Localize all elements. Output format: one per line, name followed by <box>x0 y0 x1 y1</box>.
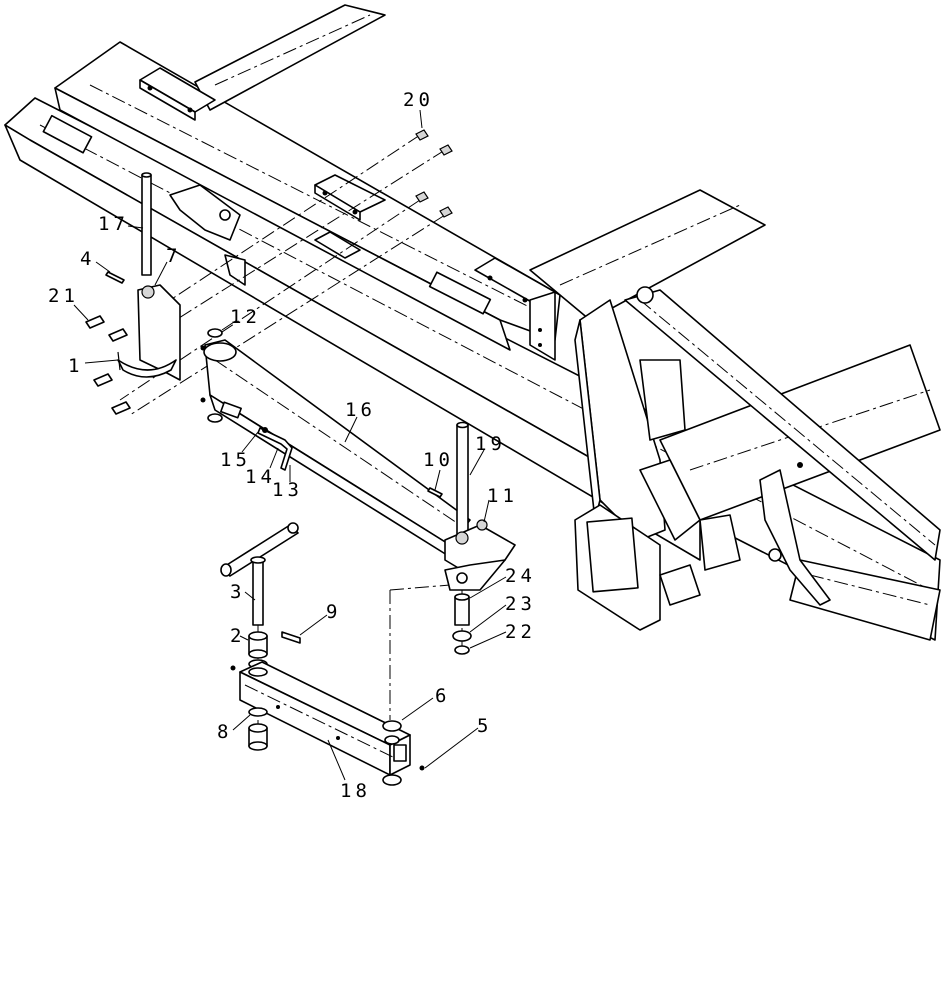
callout-2: 2 <box>230 625 245 647</box>
lock-pin-13 <box>257 427 293 471</box>
bushing-stack-22-24 <box>452 593 472 655</box>
callout-3: 3 <box>230 581 245 603</box>
callout-1: 1 <box>68 355 83 377</box>
callout-8: 8 <box>217 721 232 743</box>
callout-6: 6 <box>435 685 450 707</box>
callout-10: 10 <box>423 449 454 471</box>
nut-group <box>415 129 453 218</box>
pin-19 <box>456 421 469 536</box>
callout-13: 13 <box>272 479 303 501</box>
upper-plate-strip <box>194 4 386 111</box>
callout-21: 21 <box>48 285 79 307</box>
toolbar-bracket-left <box>139 67 216 121</box>
left-bolts <box>85 271 131 415</box>
right-plate <box>529 189 766 321</box>
hitch-bracket <box>169 184 246 286</box>
callout-17: 17 <box>98 213 129 235</box>
callout-23: 23 <box>505 593 536 615</box>
toolbar-bracket-mid <box>314 174 386 259</box>
jack-handle-3 <box>220 522 299 626</box>
callout-22: 22 <box>505 621 536 643</box>
callout-11: 11 <box>487 485 518 507</box>
callout-24: 24 <box>505 565 536 587</box>
leader-lines <box>73 109 507 781</box>
jack-mount-bracket <box>117 284 181 381</box>
jack-pin-17 <box>141 172 152 276</box>
callout-12: 12 <box>230 306 261 328</box>
toolbar-bracket-right <box>474 257 556 361</box>
foot-8 <box>248 707 268 751</box>
callout-9: 9 <box>326 601 341 623</box>
hitch-tongue <box>574 299 831 631</box>
diagonal-brace <box>624 286 941 561</box>
washer-6 <box>382 720 402 786</box>
pin-9 <box>281 631 301 644</box>
callout-5: 5 <box>477 715 492 737</box>
callout-20: 20 <box>403 89 434 111</box>
callout-4: 4 <box>80 248 95 270</box>
callout-18: 18 <box>340 780 371 802</box>
callout-16: 16 <box>345 399 376 421</box>
callout-7: 7 <box>166 245 181 267</box>
arm-end-bracket <box>427 487 516 591</box>
main-toolbar <box>54 41 561 351</box>
callout-19: 19 <box>475 433 506 455</box>
callout-15: 15 <box>220 449 251 471</box>
callout-labels: 20 17 4 7 21 1 12 16 15 14 13 10 19 11 2… <box>48 89 536 802</box>
callout-14: 14 <box>245 466 276 488</box>
lower-tube-18 <box>230 661 425 776</box>
